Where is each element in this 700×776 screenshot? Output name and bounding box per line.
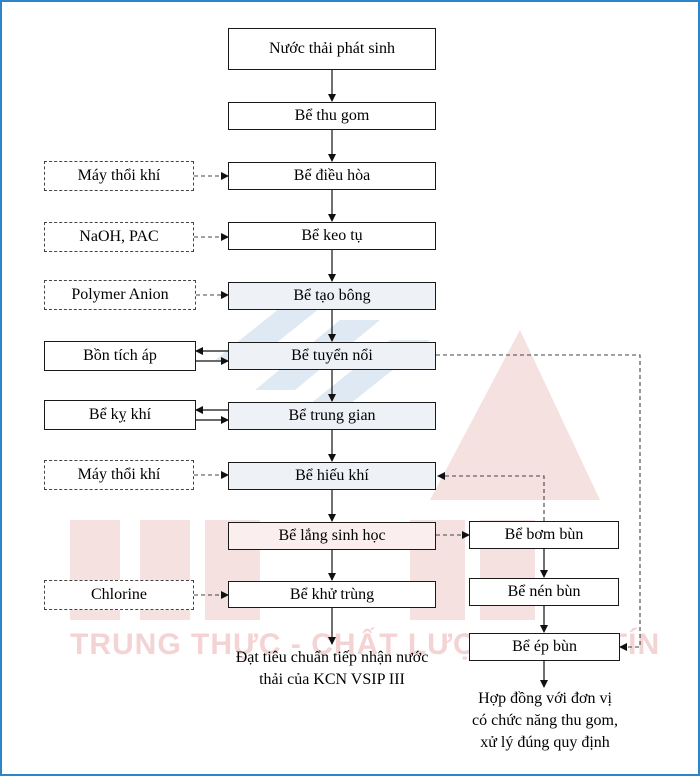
contract-line-2: có chức năng thu gom, xyxy=(472,712,618,729)
contract-line-3: xử lý đúng quy định xyxy=(480,734,610,751)
naoh-pac-box: NaOH, PAC xyxy=(44,222,194,252)
flocculation-tank-box: Bể tạo bông xyxy=(228,282,436,310)
collection-tank-box: Bể thu gom xyxy=(228,102,436,130)
discharge-line-1: Đạt tiêu chuẩn tiếp nhận nước xyxy=(235,649,429,666)
sedimentation-tank-box: Bể lắng sinh học xyxy=(228,522,436,550)
disinfection-tank-box: Bể khử trùng xyxy=(228,581,436,608)
chlorine-box: Chlorine xyxy=(44,580,194,610)
equalization-tank-box: Bể điều hòa xyxy=(228,162,436,190)
aerobic-tank-box: Bể hiếu khí xyxy=(228,462,436,490)
blower-box-1: Máy thổi khí xyxy=(44,161,194,191)
discharge-line-2: thải của KCN VSIP III xyxy=(259,671,405,688)
discharge-standard-text: Đạt tiêu chuẩn tiếp nhận nước thải của K… xyxy=(200,647,464,691)
flotation-tank-box: Bể tuyển nổi xyxy=(228,342,436,370)
blower-box-2: Máy thổi khí xyxy=(44,460,194,490)
sludge-press-box: Bể ép bùn xyxy=(469,633,620,661)
pressure-tank-box: Bồn tích áp xyxy=(44,341,196,371)
sludge-pump-box: Bể bơm bùn xyxy=(469,521,619,549)
source-wastewater-box: Nước thải phát sinh xyxy=(228,28,436,70)
anaerobic-tank-box: Bể kỵ khí xyxy=(44,400,196,430)
contract-line-1: Hợp đồng với đơn vị xyxy=(478,690,612,707)
coagulation-tank-box: Bể keo tụ xyxy=(228,222,436,250)
sludge-contract-text: Hợp đồng với đơn vị có chức năng thu gom… xyxy=(450,688,640,754)
intermediate-tank-box: Bể trung gian xyxy=(228,402,436,430)
polymer-anion-box: Polymer Anion xyxy=(44,280,196,310)
sludge-thickener-box: Bể nén bùn xyxy=(469,578,619,606)
